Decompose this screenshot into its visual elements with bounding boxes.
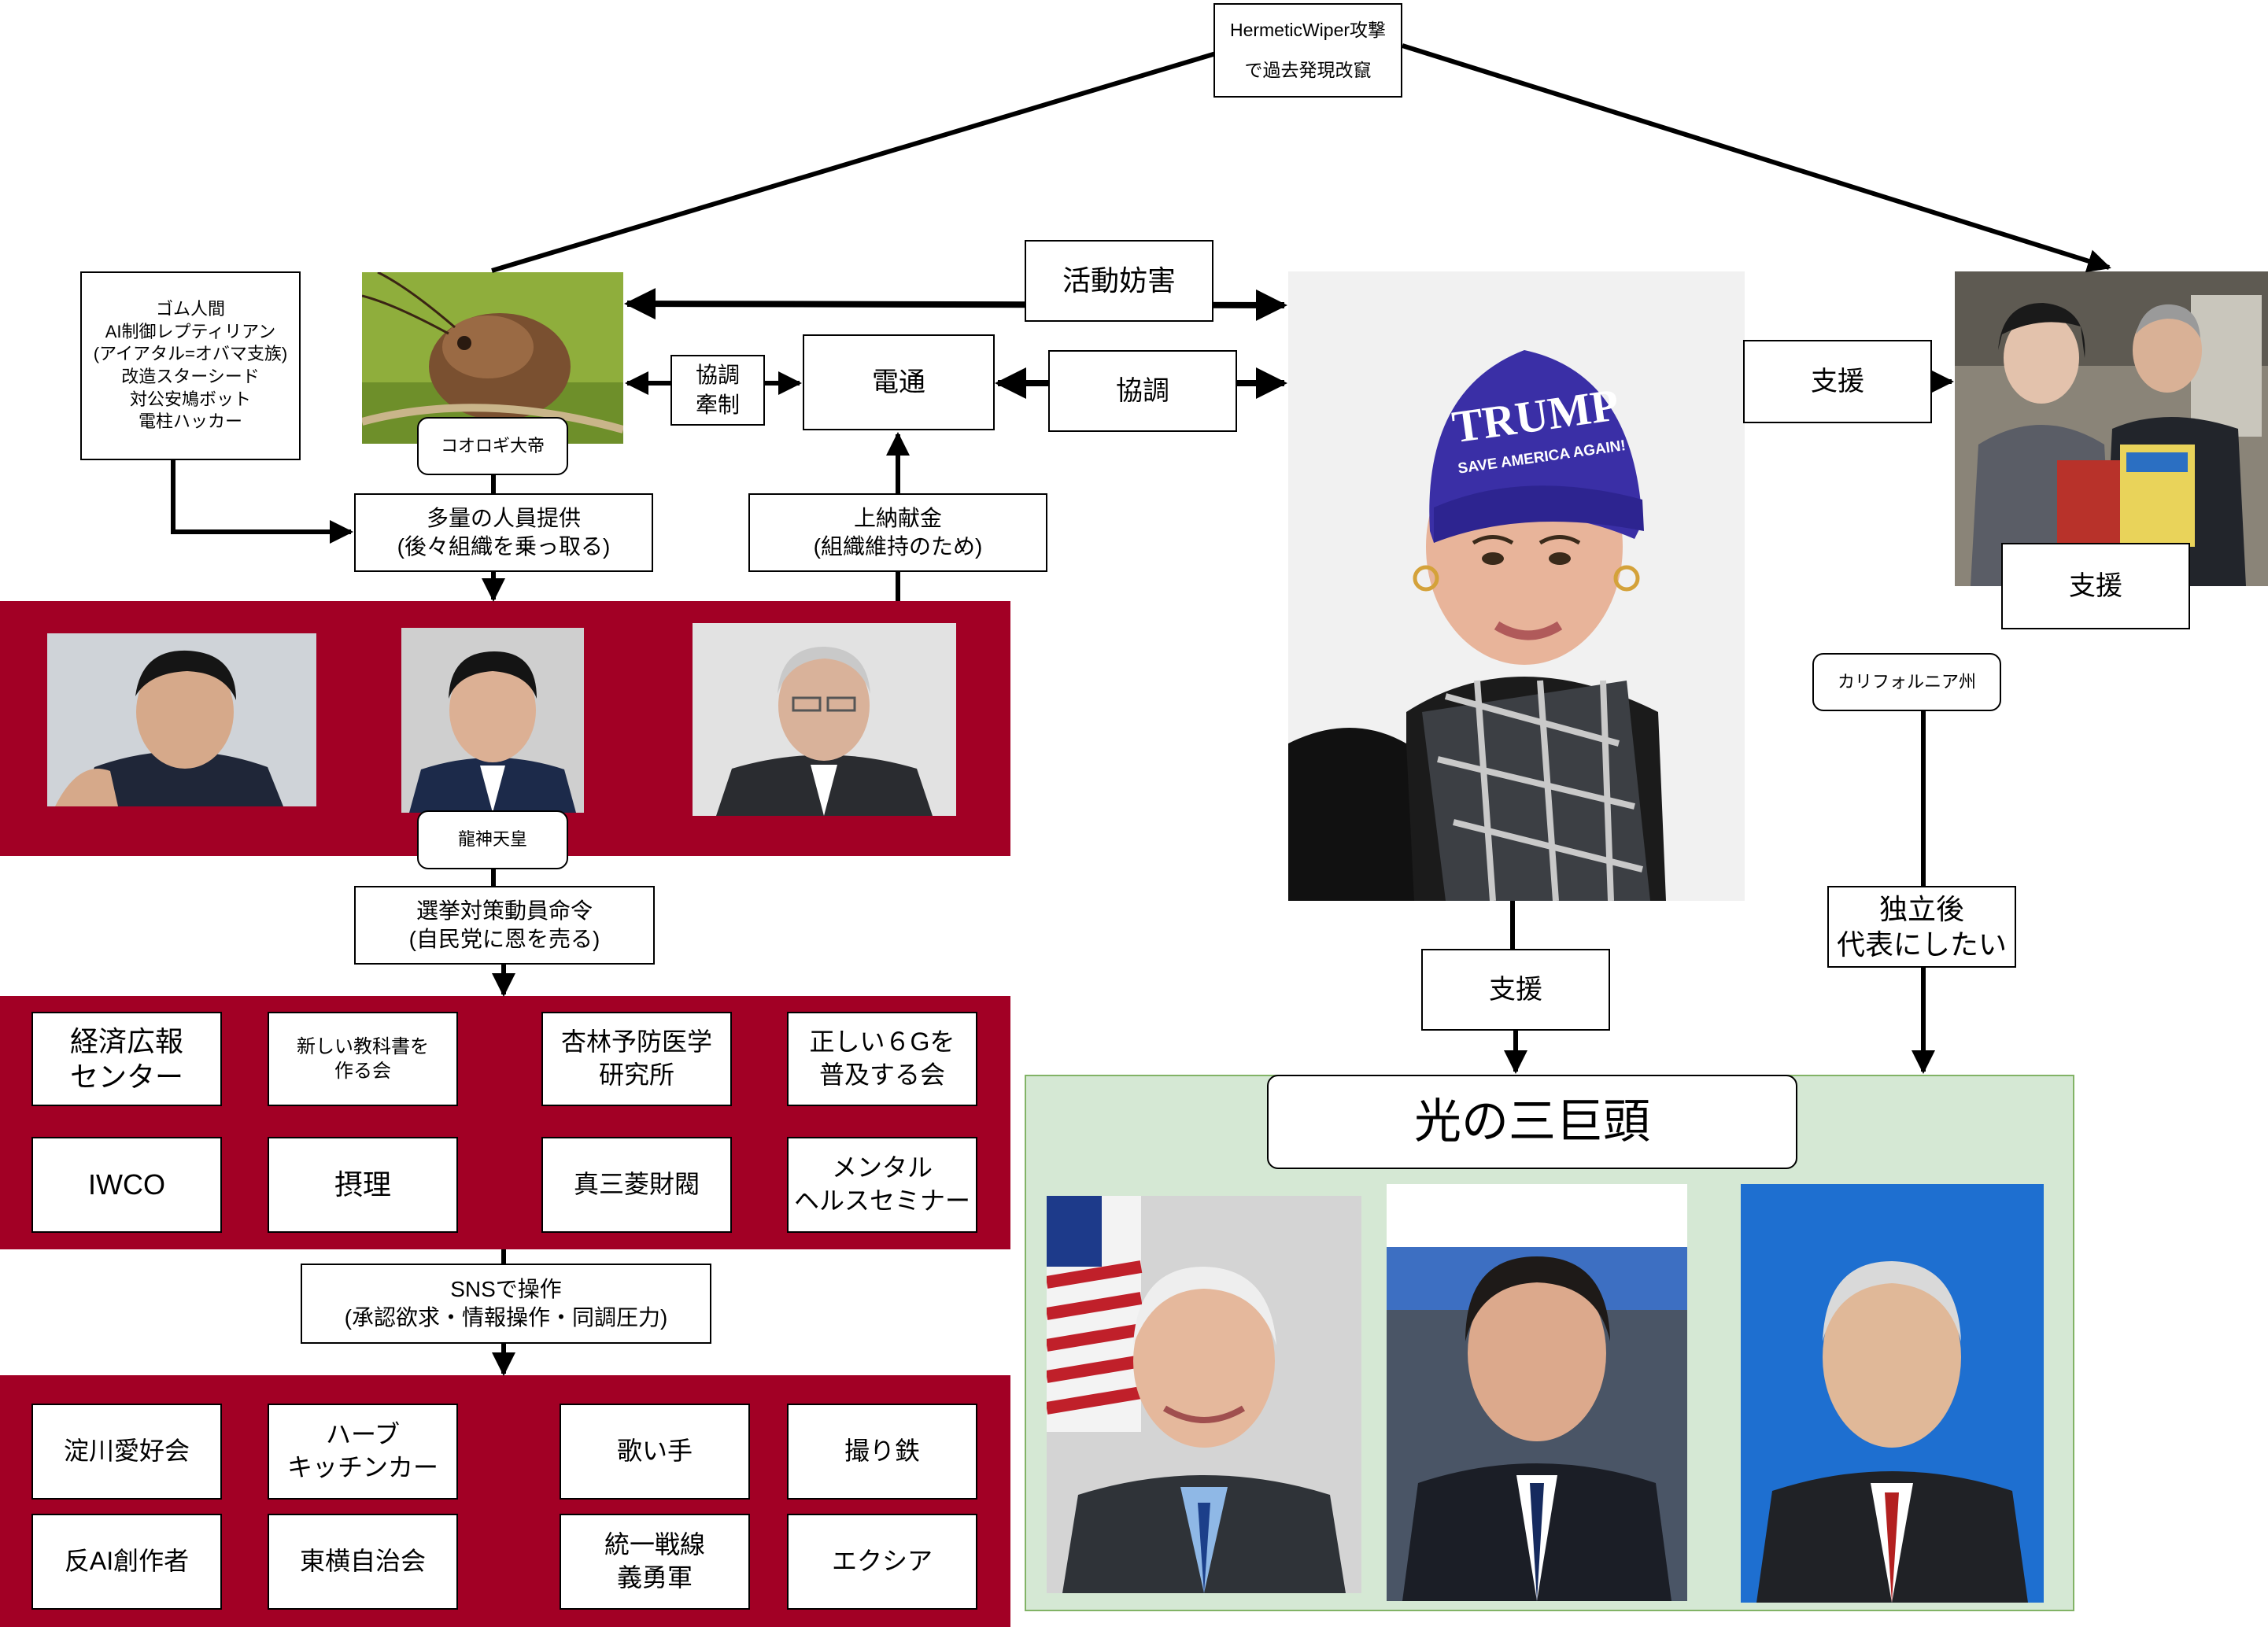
- org-box: 東横自治会: [268, 1514, 458, 1610]
- support-right-label: 支援: [1743, 340, 1932, 423]
- org-box: メンタル ヘルスセミナー: [787, 1137, 977, 1233]
- org-box: 反AI創作者: [31, 1514, 222, 1610]
- trio-photo-2: [1387, 1184, 1687, 1601]
- leader-photo-3: [693, 623, 956, 816]
- cricket-emperor-label: コオロギ大帝: [417, 417, 568, 475]
- origin-list-box: ゴム人間 AI制御レプティリアン (アイアタル=オバマ支族) 改造スターシード …: [80, 271, 301, 460]
- org-box: 淀川愛好会: [31, 1404, 222, 1500]
- org-box: 経済広報 センター: [31, 1012, 222, 1106]
- california-node: カリフォルニア州: [1812, 653, 2001, 711]
- org-box: 歌い手: [560, 1404, 750, 1500]
- org-box: 摂理: [268, 1137, 458, 1233]
- trio-photo-1: [1047, 1196, 1361, 1593]
- attack-line-left: [491, 51, 1217, 273]
- coordination-edge-label: 協調: [1048, 350, 1237, 432]
- election-mobilization-label: 選挙対策動員命令 (自民党に恩を売る): [354, 886, 655, 965]
- origin-to-staff: [171, 459, 353, 544]
- org-box: 正しい６Gを 普及する会: [787, 1012, 977, 1106]
- woman-trump-hat-photo: TRUMP SAVE AMERICA AGAIN!: [1288, 271, 1745, 901]
- org-box: 統一戦線 義勇軍: [560, 1514, 750, 1610]
- support-photo-label: 支援: [2001, 543, 2190, 629]
- org-box: 新しい教科書を 作る会: [268, 1012, 458, 1106]
- dentsu-node: 電通: [803, 334, 995, 430]
- staff-provision-label: 多量の人員提供 (後々組織を乗っ取る): [354, 493, 653, 572]
- attack-line-right: [1402, 43, 2111, 273]
- org-box: エクシア: [787, 1514, 977, 1610]
- tribute-label: 上納献金 (組織維持のため): [748, 493, 1047, 572]
- leader-photo-1: [47, 633, 316, 806]
- independence-label: 独立後 代表にしたい: [1827, 886, 2016, 968]
- interference-edge-label: 活動妨害: [1025, 240, 1213, 322]
- org-box: ハーブ キッチンカー: [268, 1404, 458, 1500]
- leader-photo-2: [401, 628, 584, 813]
- org-box: 杏林予防医学 研究所: [541, 1012, 732, 1106]
- org-box: 撮り鉄: [787, 1404, 977, 1500]
- org-box: IWCO: [31, 1137, 222, 1233]
- sns-manipulation-label: SNSで操作 (承認欲求・情報操作・同調圧力): [301, 1264, 711, 1344]
- trio-photo-3: [1741, 1184, 2044, 1603]
- org-box: 真三菱財閥: [541, 1137, 732, 1233]
- trio-title: 光の三巨頭: [1267, 1075, 1797, 1169]
- support-down-label: 支援: [1421, 949, 1610, 1031]
- dragon-emperor-label: 龍神天皇: [417, 810, 568, 869]
- hermetic-wiper-box: HermeticWiper攻撃 で過去発現改竄: [1213, 3, 1402, 98]
- coordination-restraint-edge-label: 協調 牽制: [670, 355, 765, 426]
